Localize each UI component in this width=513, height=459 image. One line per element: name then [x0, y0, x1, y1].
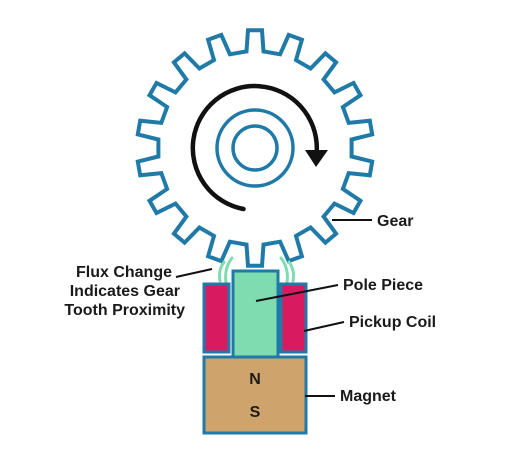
pole-piece-leader — [255, 284, 339, 302]
pickup-coil-leader — [303, 321, 345, 332]
flux-label-line2: Indicates Gear — [70, 283, 180, 300]
gear-inner-ring — [215, 108, 295, 188]
flux-leader — [175, 268, 213, 278]
magnet — [202, 355, 308, 435]
gear-label: Gear — [377, 213, 413, 230]
flux-arcs — [218, 256, 295, 285]
pole-piece — [231, 269, 280, 359]
clockwise-arrow-icon — [190, 83, 328, 212]
magnet-north-label: N — [249, 371, 261, 388]
pickup-coil-left — [202, 282, 231, 354]
gear-hub — [231, 124, 279, 172]
magnet-south-label: S — [250, 404, 261, 421]
pickup-coil-label: Pickup Coil — [349, 314, 436, 331]
gear — [135, 28, 375, 268]
flux-label-line1: Flux Change — [76, 264, 172, 281]
gear-outline — [135, 28, 375, 268]
flux-label-line3: Tooth Proximity — [64, 302, 185, 319]
magnet-label: Magnet — [340, 388, 397, 405]
leader-lines — [175, 219, 372, 397]
pole-piece-label: Pole Piece — [343, 277, 423, 294]
